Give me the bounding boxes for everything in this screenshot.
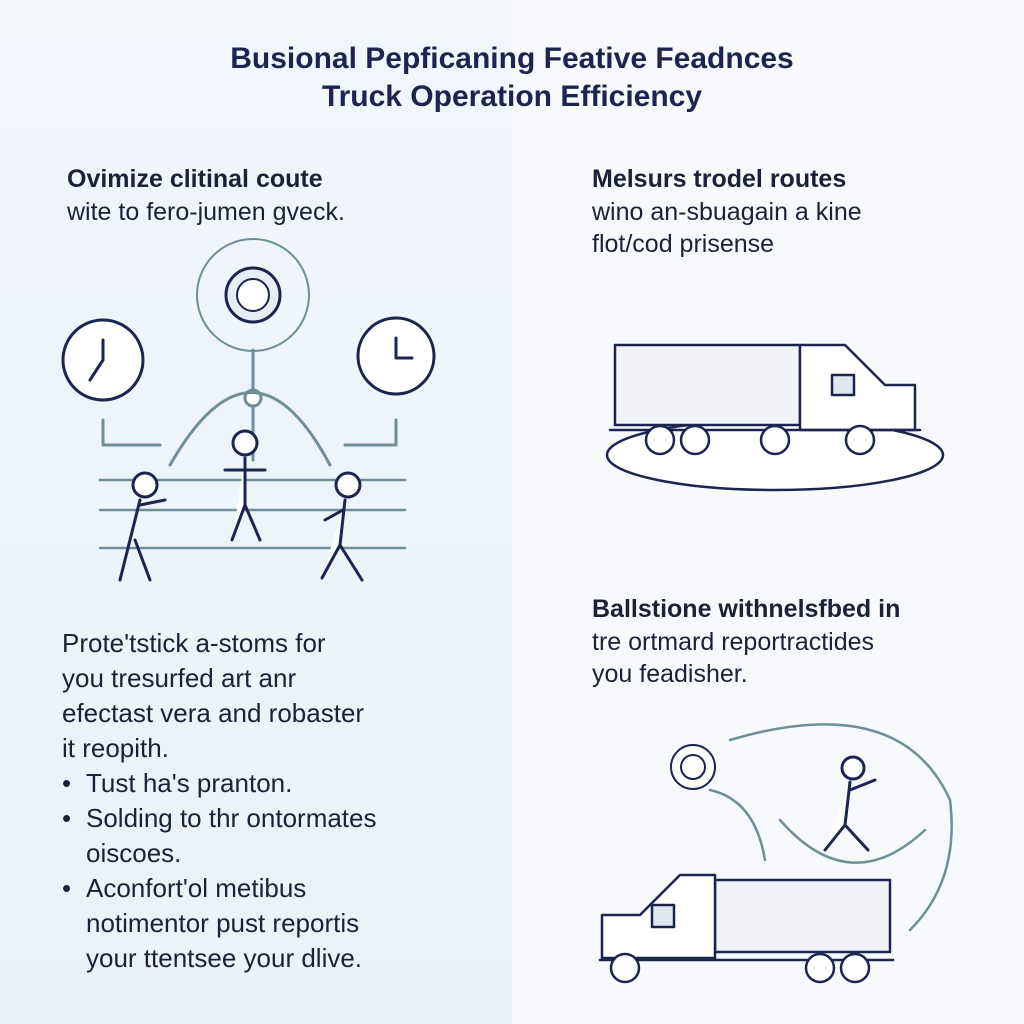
- right-subtext-1a: wino an-sbuagain a kine: [592, 198, 862, 226]
- bullet-text: Solding to thr ontormates: [86, 803, 377, 833]
- left-subtext: wite to fero-jumen gveck.: [67, 198, 345, 226]
- paragraph-line: efectast vera and robaster: [62, 698, 365, 728]
- bullet-text: Aconfort'ol metibus: [86, 873, 307, 903]
- truck-icon: [598, 873, 895, 984]
- left-heading: Ovimize clitinal coute: [67, 165, 323, 193]
- bullet-text: notimentor pust reportis: [86, 908, 360, 938]
- right-subtext-1b: flot/cod prisense: [592, 230, 775, 258]
- title-line-2: Truck Operation Efficiency: [321, 80, 703, 113]
- route-arrows: [98, 348, 407, 550]
- paragraph-line: you tresurfed art anr: [62, 663, 297, 693]
- truck-icon: [605, 343, 945, 492]
- left-panel: [0, 0, 512, 1024]
- bullet-text: your ttentsee your dlive.: [86, 943, 363, 973]
- right-panel: [512, 0, 1024, 1024]
- right-heading-2: Ballstione withnelsfbed in: [592, 595, 901, 623]
- route-arrows: [708, 723, 953, 932]
- right-heading-1: Melsurs trodel routes: [592, 165, 847, 193]
- bullet-text: Tust ha's pranton.: [86, 768, 293, 798]
- bullet-item: •Tust ha's pranton.: [62, 766, 377, 801]
- title-line-1: Busional Pepficaning Feative Feadnces: [230, 42, 794, 75]
- person-icon: [823, 755, 877, 852]
- right-subtext-2a: tre ortmard reportractides: [592, 628, 875, 656]
- paragraph-line: it reopith.: [62, 733, 169, 763]
- clock-icon: [61, 316, 436, 402]
- left-paragraph: Prote'tstick a-stoms for you tresurfed a…: [62, 626, 377, 976]
- right-subtext-2b: you feadisher.: [592, 660, 748, 688]
- person-icon: [118, 429, 364, 582]
- bullet-text: oiscoes.: [86, 838, 182, 868]
- paragraph-line: Prote'tstick a-stoms for: [62, 628, 326, 658]
- sun-icon-small: [670, 744, 716, 790]
- sun-icon: [196, 238, 310, 352]
